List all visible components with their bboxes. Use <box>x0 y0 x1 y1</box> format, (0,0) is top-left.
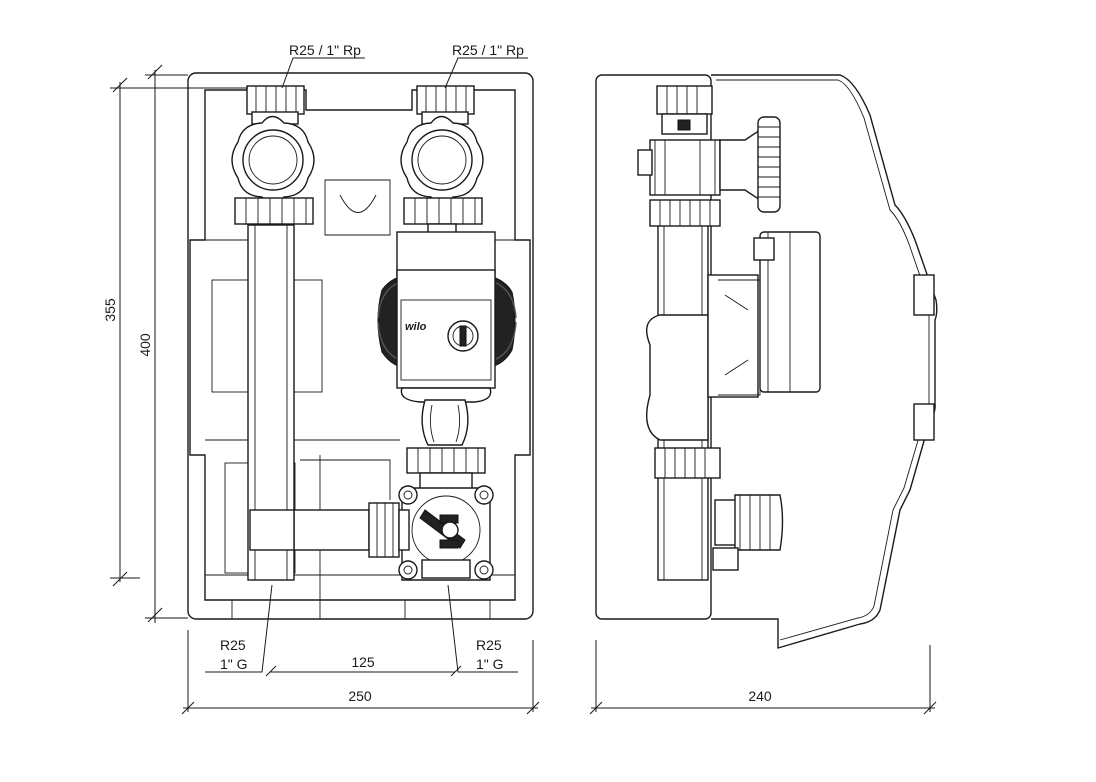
label-top-left-connection: R25 / 1" Rp <box>289 42 361 58</box>
side-view <box>595 74 938 649</box>
side-dimensions: 240 <box>589 640 937 715</box>
front-pump: wilo <box>377 231 517 403</box>
front-center-pocket <box>324 179 391 236</box>
side-valve-knob <box>719 128 761 202</box>
label-bottom-left-g: 1" G <box>220 656 248 672</box>
dim-spacing-125: 125 <box>351 654 375 670</box>
front-insulation-outline <box>189 89 531 601</box>
front-housing-outer <box>187 72 534 620</box>
side-pump-volute <box>646 314 709 441</box>
label-bottom-right-r25: R25 <box>476 637 502 653</box>
label-bottom-left-r25: R25 <box>220 637 246 653</box>
front-pump-outlet <box>421 399 469 446</box>
dim-width-250: 250 <box>348 688 372 704</box>
front-bypass-pipe <box>293 509 370 551</box>
dim-height-355: 355 <box>102 298 118 322</box>
dim-height-400: 400 <box>137 333 153 357</box>
front-connection-labels: R25 / 1" Rp R25 / 1" Rp R25 1" G R25 1" … <box>205 42 528 673</box>
side-mixing-valve-knob <box>734 494 784 551</box>
dim-depth-240: 240 <box>748 688 772 704</box>
pump-brand-logo: wilo <box>405 321 427 333</box>
label-bottom-right-g: 1" G <box>476 656 504 672</box>
front-view: wilo <box>187 72 534 620</box>
front-dimensions: 355 400 125 250 <box>102 64 540 715</box>
label-top-right-connection: R25 / 1" Rp <box>452 42 524 58</box>
side-cover-outline <box>711 74 938 649</box>
front-bottom-union <box>406 447 486 474</box>
